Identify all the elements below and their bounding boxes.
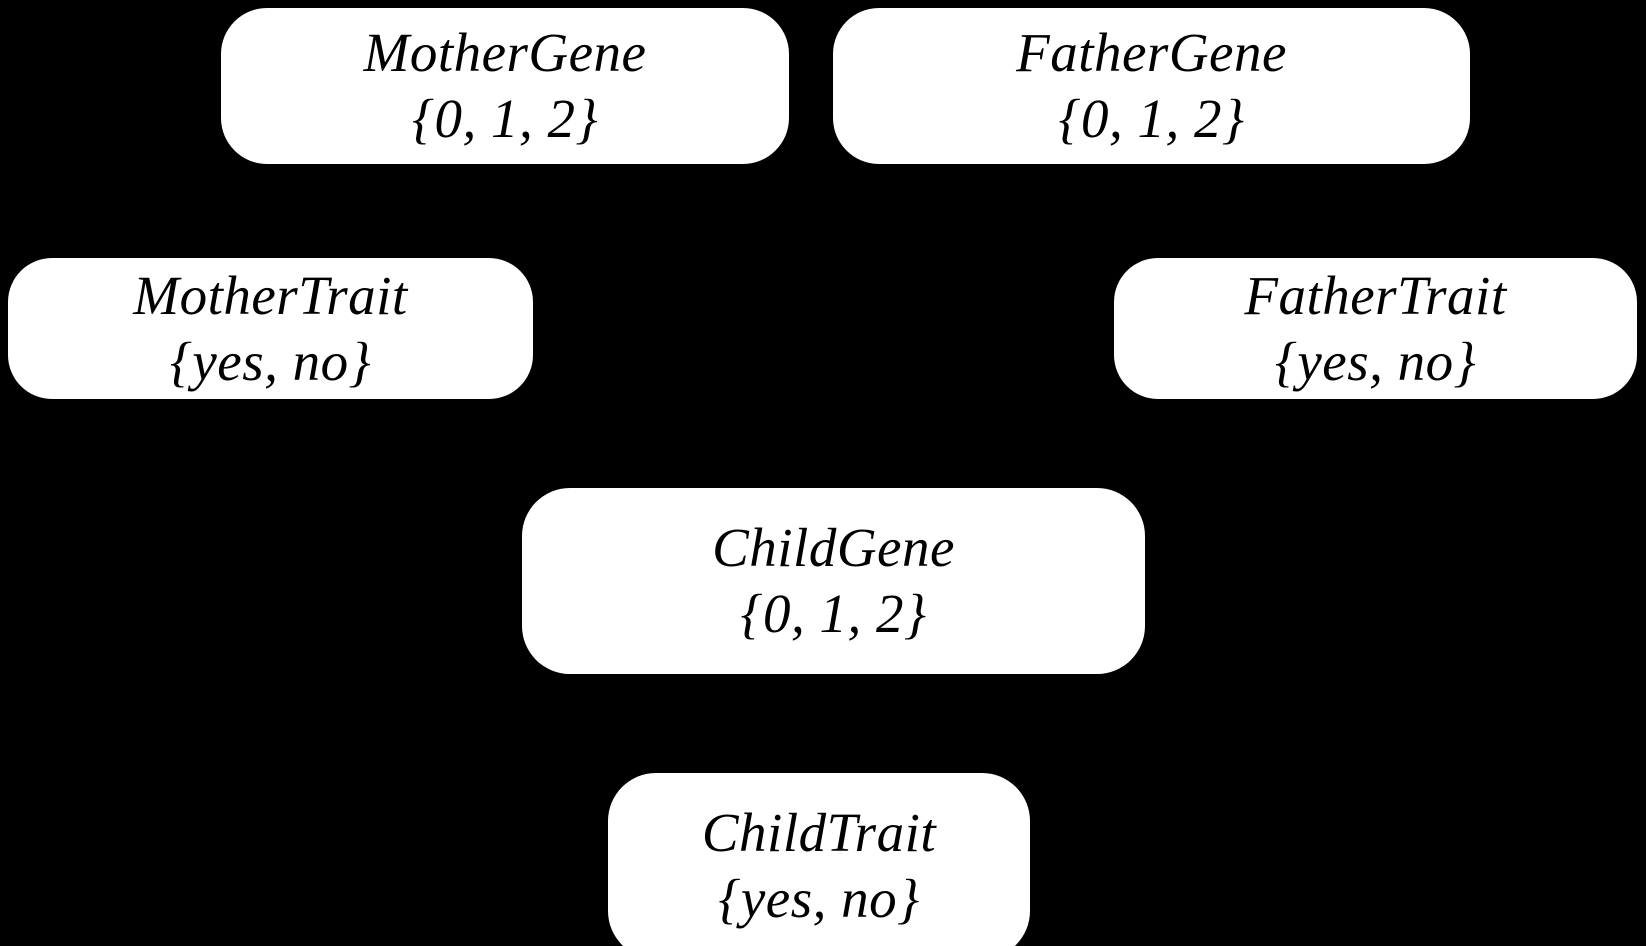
- node-child-trait-domain: {yes, no}: [718, 868, 920, 929]
- node-father-gene-title: FatherGene: [1016, 22, 1287, 84]
- node-mother-trait-domain: {yes, no}: [169, 330, 372, 392]
- node-mother-trait-title: MotherTrait: [133, 264, 408, 326]
- node-father-trait-domain: {yes, no}: [1274, 330, 1477, 392]
- node-child-gene[interactable]: ChildGene {0, 1, 2}: [522, 488, 1145, 674]
- node-father-gene[interactable]: FatherGene {0, 1, 2}: [833, 8, 1470, 164]
- node-mother-trait[interactable]: MotherTrait {yes, no}: [8, 258, 533, 399]
- node-child-gene-title: ChildGene: [712, 517, 955, 579]
- node-child-trait[interactable]: ChildTrait {yes, no}: [608, 773, 1030, 946]
- node-child-trait-title: ChildTrait: [701, 802, 937, 864]
- node-mother-gene[interactable]: MotherGene {0, 1, 2}: [221, 8, 789, 164]
- node-father-trait[interactable]: FatherTrait {yes, no}: [1114, 258, 1637, 399]
- node-father-trait-title: FatherTrait: [1244, 264, 1507, 326]
- node-mother-gene-domain: {0, 1, 2}: [412, 88, 598, 149]
- node-father-gene-domain: {0, 1, 2}: [1058, 88, 1245, 149]
- node-mother-gene-title: MotherGene: [363, 22, 647, 84]
- node-child-gene-domain: {0, 1, 2}: [740, 583, 927, 644]
